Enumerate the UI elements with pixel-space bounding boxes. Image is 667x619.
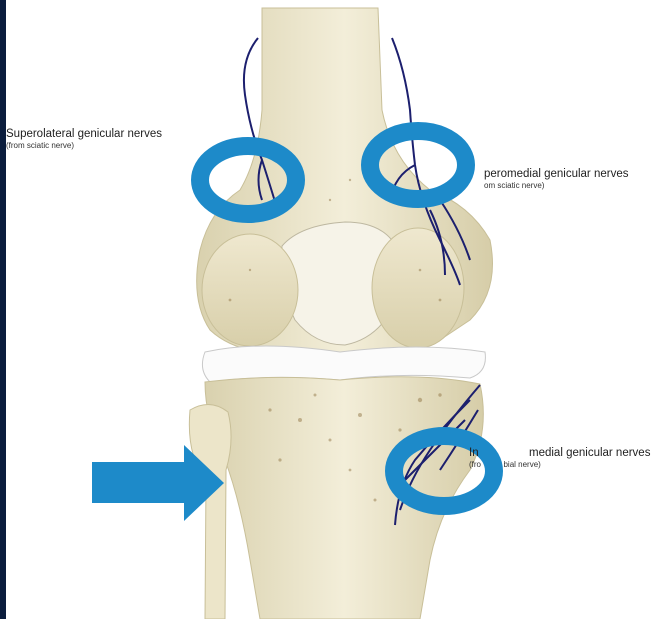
superolateral-label: Superolateral genicular nerves (from sci… [6,128,162,150]
inferomedial-label: In medial genicular nerves (fro bial ner… [469,447,650,469]
superomedial-title: peromedial genicular nerves [484,168,628,181]
lateral-condyle [202,234,298,346]
superomedial-label: peromedial genicular nerves om sciatic n… [484,168,628,190]
inferomedial-subtitle: bial nerve) [503,460,540,469]
inferomedial-subtitle-prefix: (fro [469,460,481,469]
fibula [189,404,231,619]
superomedial-subtitle: om sciatic nerve) [484,181,628,190]
inferomedial-title: medial genicular nerves [529,447,650,459]
medial-condyle [372,228,464,348]
inferomedial-title-prefix: In [469,447,479,459]
superolateral-title: Superolateral genicular nerves [6,128,162,141]
knee-anatomy-svg [6,0,667,619]
superolateral-subtitle: (from sciatic nerve) [6,141,162,150]
meniscus [202,346,485,382]
knee-illustration: Superolateral genicular nerves (from sci… [6,0,667,619]
